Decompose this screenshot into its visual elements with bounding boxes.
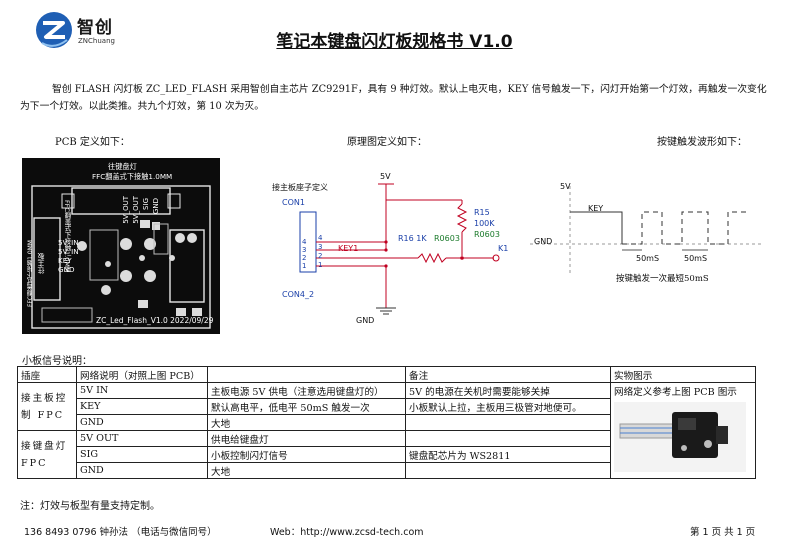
- schematic-connector: CON1: [282, 198, 305, 207]
- intro-paragraph: 智创 FLASH 闪灯板 ZC_LED_FLASH 采用智创自主芯片 ZC929…: [20, 84, 767, 112]
- schematic-r15-value: 100K: [474, 219, 495, 228]
- pcb-label-top1: 往键盘灯: [108, 162, 137, 171]
- pcb-pin-top-4: GND: [152, 198, 160, 215]
- table-cell-net: GND: [76, 414, 208, 431]
- table-row: 接主板控制 FPC 5V IN 主板电源 5V 供电（注意选用键盘灯的） 5V …: [17, 382, 756, 479]
- pcb-pin-top-1: 5V_OUT: [122, 196, 130, 224]
- schematic-r16-pkg: R0603: [434, 234, 460, 243]
- table-cell-remark: 键盘配芯片为 WS2811: [405, 446, 611, 463]
- table-header-net: 网络说明（对照上图 PCB）: [76, 366, 208, 383]
- pcb-label-top2: FFC翻盖式下接触1.0MM: [92, 172, 173, 181]
- table-group-keyboard: 接键盘灯 FPC: [17, 430, 77, 479]
- pcb-pin-left-4: GND: [58, 265, 75, 274]
- schematic-header-label: 接主板座子定义: [272, 183, 328, 192]
- board-photo: [614, 402, 746, 472]
- schematic-pin-1: 1: [302, 262, 307, 270]
- pcb-image: 往键盘灯 FFC翻盖式下接触1.0MM 往主板 FFC翻盖式下接触1.0MM F…: [22, 158, 220, 334]
- schematic-pin-3: 3: [302, 246, 307, 254]
- table-cell-remark: 5V 的电源在关机时需要能够关掉: [405, 382, 611, 399]
- waveform-lines: [530, 186, 762, 276]
- table-header-remark: 备注: [405, 366, 611, 383]
- table-cell-remark: [405, 430, 611, 447]
- pcb-pin-left-2: 5V_IN: [58, 247, 79, 256]
- table-cell-remark: 小板默认上拉，主板用三极管对地便可。: [405, 398, 611, 415]
- pcb-pin-left-1: 5V_IN: [58, 238, 79, 247]
- table-row: GND 大地: [18, 462, 756, 479]
- table-cell-desc: 主板电源 5V 供电（注意选用键盘灯的）: [207, 382, 406, 399]
- company-logo: 智创 ZNChuang: [34, 10, 174, 50]
- schematic-net-5v: 5V: [380, 172, 391, 181]
- zc-logo-icon: [36, 12, 72, 48]
- table-photo-cell: 网络定义参考上图 PCB 图示: [610, 382, 756, 479]
- table-cell-desc: 供电给键盘灯: [207, 430, 406, 447]
- waveform-section-label: 按键触发波形如下：: [657, 137, 747, 148]
- waveform-diagram: 5V KEY GND 50mS 50mS 按键触发一次最短50mS: [530, 176, 770, 296]
- table-header-blank: [207, 366, 406, 383]
- logo-name-cn: 智创: [77, 18, 113, 38]
- table-cell-net: GND: [76, 462, 208, 479]
- table-photo-note: 网络定义参考上图 PCB 图示: [614, 387, 737, 398]
- schematic-diagram: 接主板座子定义 CON1 CON4_2 4 3 2 1 4 3 2 1 5V K…: [262, 168, 522, 338]
- schematic-pin-2-num: 2: [318, 252, 323, 260]
- schematic-wires: [299, 183, 500, 315]
- schematic-pin-3-num: 3: [318, 243, 323, 251]
- pcb-pin-left-3: KEY: [58, 256, 72, 265]
- signal-table: 插座 网络说明（对照上图 PCB） 备注 实物图示 接主板控制 FPC 5V I…: [17, 366, 756, 479]
- document-title: 笔记本键盘闪灯板规格书 V1.0: [276, 32, 513, 52]
- schematic-k1: K1: [498, 244, 509, 253]
- schematic-pin-4: 4: [302, 238, 307, 246]
- waveform-t1-label: 50mS: [636, 254, 660, 263]
- schematic-gnd: GND: [356, 316, 375, 325]
- table-row: 接键盘灯 FPC 5V OUT 供电给键盘灯: [17, 430, 756, 479]
- waveform-caption: 按键触发一次最短50mS: [616, 274, 709, 284]
- table-cell-desc: 默认高电平，低电平 50mS 触发一次: [207, 398, 406, 415]
- table-cell-net: SIG: [76, 446, 208, 463]
- table-caption: 小板信号说明：: [22, 356, 92, 367]
- table-header-socket: 插座: [17, 366, 77, 383]
- table-cell-desc: 小板控制闪灯信号: [207, 446, 406, 463]
- pcb-artwork: [31, 185, 211, 329]
- table-cell-net: KEY: [76, 398, 208, 415]
- table-cell-remark: [405, 462, 611, 479]
- pcb-label-bottom: ZC_Led_Flash_V1.0 2022/09/29: [96, 316, 214, 325]
- table-cell-desc: 大地: [207, 414, 406, 431]
- pcb-pin-top-3: SIG: [142, 198, 150, 210]
- logo-name-en: ZNChuang: [78, 37, 115, 45]
- table-row: SIG 小板控制闪灯信号 键盘配芯片为 WS2811: [18, 446, 756, 463]
- schematic-connector-part: CON4_2: [282, 290, 315, 299]
- pcb-pin-top-2: 5V_OUT: [132, 196, 140, 224]
- table-cell-remark: [405, 414, 611, 431]
- table-cell-net: 5V OUT: [76, 430, 208, 447]
- pcb-label-left1: 往主板: [37, 253, 45, 274]
- schematic-pin-1-num: 1: [318, 261, 323, 269]
- table-cell-net: 5V IN: [76, 382, 208, 399]
- table-cell-desc: 大地: [207, 462, 406, 479]
- waveform-gnd-label: GND: [534, 237, 553, 246]
- waveform-t2-label: 50mS: [684, 254, 708, 263]
- schematic-r15: R15: [474, 208, 490, 217]
- footer-website[interactable]: Web：http://www.zcsd-tech.com: [270, 527, 424, 538]
- waveform-key-label: KEY: [588, 204, 604, 213]
- table-group-mainboard: 接主板控制 FPC: [17, 382, 77, 431]
- pcb-section-label: PCB 定义如下：: [55, 137, 130, 148]
- footer-contact: 136 8493 0796 钟孙法 （电话与微信同号）: [24, 527, 217, 538]
- schematic-pin-4-num: 4: [318, 234, 323, 242]
- customization-note: 注：灯效与板型有量支持定制。: [20, 501, 160, 512]
- pcb-label-right: FFC翻盖式下接触1.0MM: [63, 200, 71, 273]
- schematic-section-label: 原理图定义如下：: [347, 137, 427, 148]
- pcb-label-left2: FFC翻盖式下接触1.0MM: [27, 240, 34, 307]
- schematic-r15-pkg: R0603: [474, 230, 500, 239]
- table-header-photo: 实物图示: [610, 366, 756, 383]
- schematic-pin-2: 2: [302, 254, 307, 262]
- table-header-row: 插座 网络说明（对照上图 PCB） 备注 实物图示: [17, 366, 756, 383]
- schematic-net-key: KEY1: [338, 244, 359, 253]
- footer-page-number: 第 1 页 共 1 页: [690, 527, 756, 538]
- schematic-r16: R16 1K: [398, 234, 427, 243]
- waveform-5v-label: 5V: [560, 182, 571, 191]
